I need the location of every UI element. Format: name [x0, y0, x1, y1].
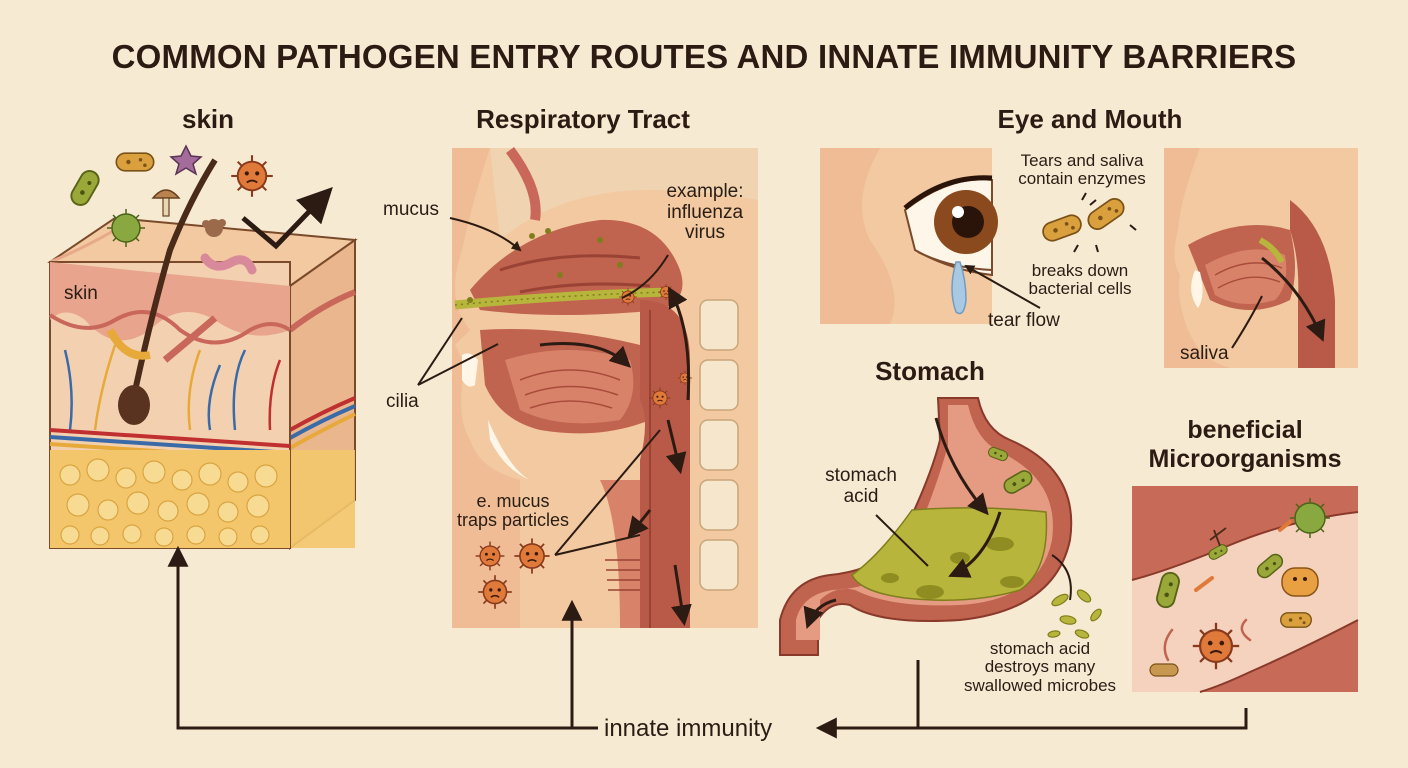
mucus-traps-label: e. mucus traps particles	[438, 491, 588, 531]
mouth-illustration	[1164, 148, 1358, 368]
tear-flow-label: tear flow	[988, 310, 1060, 331]
destroys-line-1: stomach acid	[989, 639, 1091, 658]
stomach-acid-label: stomach acid	[806, 465, 916, 507]
enzymes-label: Tears and saliva contain enzymes	[1002, 151, 1162, 189]
eye-mouth-title: Eye and Mouth	[997, 104, 1183, 134]
stomach-acid-line-2: acid	[843, 485, 879, 507]
destroys-line-2: destroys many	[984, 657, 1096, 677]
enzymes-line-1: Tears and saliva	[1020, 151, 1144, 170]
stomach-title: Stomach	[875, 356, 985, 386]
example-label: example: influenza virus	[650, 181, 760, 244]
microbiota-title-line-1: beneficial	[1187, 416, 1303, 444]
stomach-acid-line-1: stomach	[825, 465, 897, 486]
example-line-1: example:	[666, 181, 744, 202]
enzymes-line-2: contain enzymes	[1018, 169, 1146, 189]
cilia-label: cilia	[386, 391, 419, 412]
destroys-line-3: swallowed microbes	[963, 675, 1117, 695]
footer-connectors	[167, 545, 1248, 739]
respiratory-illustration	[417, 147, 758, 628]
microbiota-illustration	[1131, 486, 1359, 693]
skin-layer-label: skin	[64, 283, 98, 304]
breaks-down-line-2: bacterial cells	[1028, 279, 1132, 299]
destroys-microbes-label: stomach acid destroys many swallowed mic…	[940, 639, 1140, 695]
skin-illustration	[47, 144, 358, 550]
microbiota-title-line-2: Microorganisms	[1148, 444, 1342, 473]
skin-title: skin	[181, 104, 235, 134]
page-title: COMMON PATHOGEN ENTRY ROUTES AND INNATE …	[111, 38, 1297, 75]
microbiota-title: beneficial Microorganisms	[1132, 416, 1358, 474]
mucus-traps-line-2: traps particles	[456, 510, 570, 531]
breaks-down-line-1: breaks down	[1031, 261, 1129, 280]
breaks-down-label: breaks down bacterial cells	[1010, 261, 1150, 299]
eye-illustration	[820, 148, 1041, 324]
saliva-label: saliva	[1180, 343, 1229, 364]
mucus-label: mucus	[383, 199, 439, 220]
stomach-illustration	[779, 397, 1102, 656]
innate-immunity-label: innate immunity	[604, 715, 773, 742]
example-line-3: virus	[684, 222, 726, 244]
mucus-traps-line-1: e. mucus	[476, 491, 550, 511]
example-line-2: influenza	[666, 201, 744, 223]
respiratory-title: Respiratory Tract	[476, 104, 690, 134]
enzyme-bacteria	[1039, 192, 1137, 253]
